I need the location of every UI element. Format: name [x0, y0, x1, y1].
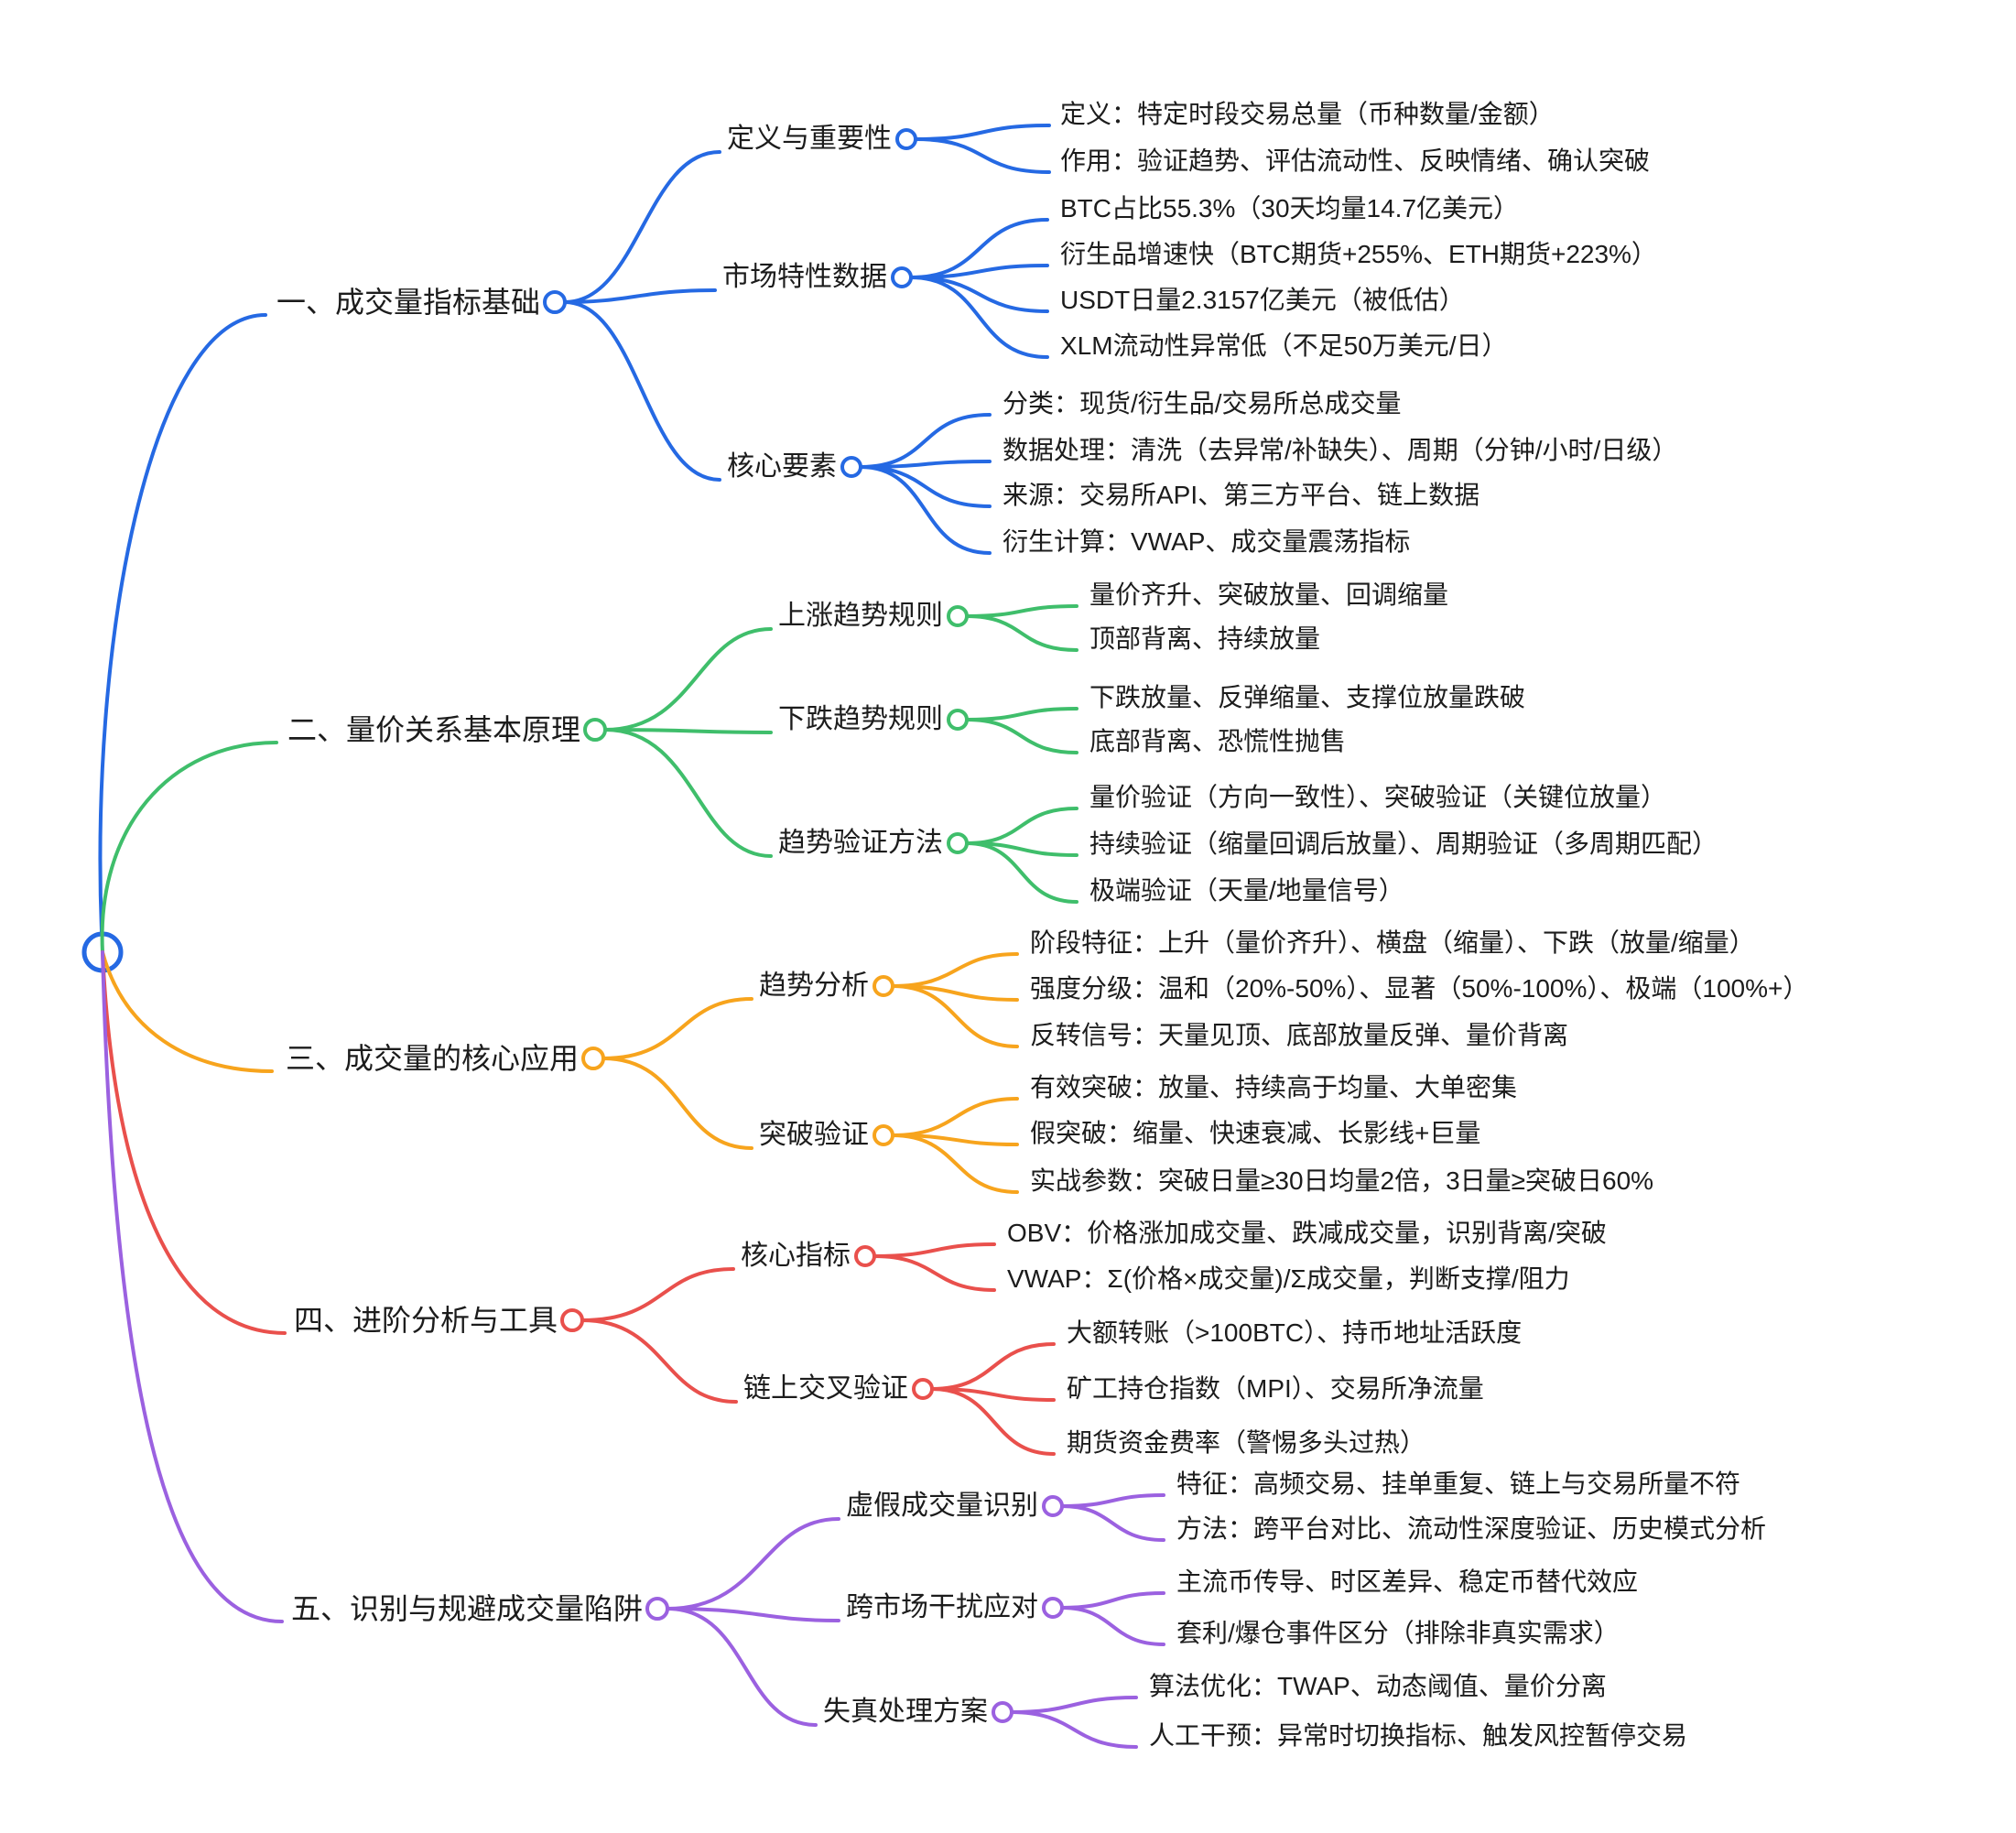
- leaf-node-4-1-2[interactable]: VWAP：Σ(价格×成交量)/Σ成交量，判断支撑/阻力: [1007, 1264, 1570, 1293]
- subtopic-node-2-2[interactable]: 下跌趋势规则: [778, 704, 943, 734]
- subtopic-node-3-2[interactable]: 突破验证: [759, 1120, 869, 1150]
- leaf-node-5-3-1[interactable]: 算法优化：TWAP、动态阈值、量价分离: [1149, 1672, 1607, 1700]
- subtopic-3-2-toggle-circle[interactable]: [873, 1124, 894, 1146]
- branch-node-3[interactable]: 三、成交量的核心应用: [285, 1042, 579, 1075]
- leaf-node-1-2-4[interactable]: XLM流动性异常低（不足50万美元/日）: [1060, 331, 1508, 360]
- subtopic-4-1-toggle-circle[interactable]: [854, 1245, 876, 1267]
- subtopic-node-5-3[interactable]: 失真处理方案: [823, 1697, 988, 1727]
- subtopic-node-5-2[interactable]: 跨市场干扰应对: [846, 1592, 1038, 1622]
- subtopic-1-1-toggle-circle[interactable]: [895, 128, 917, 150]
- leaf-node-2-3-2[interactable]: 持续验证（缩量回调后放量）、周期验证（多周期匹配）: [1089, 830, 1718, 858]
- leaf-node-1-3-2[interactable]: 数据处理：清洗（去异常/补缺失）、周期（分钟/小时/日级）: [1003, 436, 1678, 464]
- branch-5-connectors: [101, 950, 1165, 1749]
- subtopic-node-3-1[interactable]: 趋势分析: [759, 971, 869, 1001]
- leaf-node-5-1-2[interactable]: 方法：跨平台对比、流动性深度验证、历史模式分析: [1176, 1514, 1767, 1543]
- branch-5-toggle-circle[interactable]: [645, 1597, 669, 1621]
- leaf-node-4-2-2[interactable]: 矿工持仓指数（MPI）、交易所净流量: [1067, 1374, 1484, 1403]
- subtopic-node-2-1[interactable]: 上涨趋势规则: [778, 601, 943, 631]
- branch-node-4[interactable]: 四、进阶分析与工具: [293, 1304, 558, 1337]
- leaf-node-1-3-1[interactable]: 分类：现货/衍生品/交易所总成交量: [1003, 389, 1402, 418]
- leaf-node-1-2-1[interactable]: BTC占比55.3%（30天均量14.7亿美元）: [1060, 194, 1520, 222]
- leaf-node-3-1-3[interactable]: 反转信号：天量见顶、底部放量反弹、量价背离: [1030, 1021, 1569, 1049]
- subtopic-node-5-1[interactable]: 虚假成交量识别: [846, 1491, 1038, 1521]
- subtopic-node-1-3[interactable]: 核心要素: [727, 451, 837, 482]
- subtopic-2-1-toggle-circle[interactable]: [947, 605, 969, 627]
- leaf-node-1-1-2[interactable]: 作用：验证趋势、评估流动性、反映情绪、确认突破: [1060, 146, 1651, 175]
- leaf-node-1-2-2[interactable]: 衍生品增速快（BTC期货+255%、ETH期货+223%）: [1060, 240, 1657, 268]
- branch-4-connectors: [101, 950, 1056, 1456]
- branch-2-toggle-circle[interactable]: [583, 718, 607, 742]
- branch-node-2[interactable]: 二、量价关系基本原理: [287, 713, 580, 746]
- branch-1-connectors: [81, 124, 1051, 973]
- leaf-node-1-3-3[interactable]: 来源：交易所API、第三方平台、链上数据: [1003, 481, 1480, 509]
- leaf-node-3-2-1[interactable]: 有效突破：放量、持续高于均量、大单密集: [1030, 1073, 1518, 1101]
- leaf-node-3-1-1[interactable]: 阶段特征：上升（量价齐升）、横盘（缩量）、下跌（放量/缩量）: [1030, 928, 1755, 957]
- leaf-node-1-3-4[interactable]: 衍生计算：VWAP、成交量震荡指标: [1003, 527, 1411, 556]
- subtopic-1-3-toggle-circle[interactable]: [840, 456, 862, 478]
- subtopic-node-1-1[interactable]: 定义与重要性: [727, 124, 892, 154]
- subtopic-1-2-toggle-circle[interactable]: [891, 266, 913, 288]
- branch-4-toggle-circle[interactable]: [560, 1308, 584, 1332]
- subtopic-5-1-toggle-circle[interactable]: [1042, 1495, 1064, 1517]
- subtopic-4-2-toggle-circle[interactable]: [912, 1378, 934, 1400]
- branch-2-connectors: [100, 604, 1078, 954]
- branch-node-1[interactable]: 一、成交量指标基础: [276, 286, 540, 319]
- branch-3-toggle-circle[interactable]: [581, 1047, 605, 1070]
- subtopic-node-1-2[interactable]: 市场特性数据: [722, 262, 887, 292]
- branch-1-toggle-circle[interactable]: [543, 290, 567, 314]
- leaf-node-2-2-1[interactable]: 下跌放量、反弹缩量、支撑位放量跌破: [1089, 683, 1526, 711]
- leaf-node-3-2-2[interactable]: 假突破：缩量、快速衰减、长影线+巨量: [1030, 1119, 1481, 1147]
- subtopic-2-3-toggle-circle[interactable]: [947, 832, 969, 854]
- leaf-node-2-1-2[interactable]: 顶部背离、持续放量: [1089, 624, 1321, 653]
- leaf-node-3-1-2[interactable]: 强度分级：温和（20%-50%）、显著（50%-100%）、极端（100%+）: [1030, 974, 1809, 1003]
- subtopic-node-4-1[interactable]: 核心指标: [741, 1241, 851, 1271]
- leaf-node-2-3-1[interactable]: 量价验证（方向一致性）、突破验证（关键位放量）: [1089, 783, 1667, 811]
- leaf-node-5-2-2[interactable]: 套利/爆仓事件区分（排除非真实需求）: [1176, 1619, 1620, 1647]
- subtopic-2-2-toggle-circle[interactable]: [947, 709, 969, 731]
- branch-3-connectors: [101, 950, 1019, 1194]
- leaf-node-4-2-1[interactable]: 大额转账（>100BTC）、持币地址活跃度: [1067, 1318, 1523, 1347]
- leaf-node-5-3-2[interactable]: 人工干预：异常时切换指标、触发风控暂停交易: [1149, 1721, 1688, 1750]
- leaf-node-1-2-3[interactable]: USDT日量2.3157亿美元（被低估）: [1060, 286, 1465, 314]
- leaf-node-3-2-3[interactable]: 实战参数：突破日量≥30日均量2倍，3日量≥突破日60%: [1030, 1166, 1654, 1195]
- leaf-node-2-2-2[interactable]: 底部背离、恐慌性抛售: [1089, 727, 1347, 755]
- subtopic-3-1-toggle-circle[interactable]: [873, 975, 894, 997]
- leaf-node-2-1-1[interactable]: 量价齐升、突破放量、回调缩量: [1089, 580, 1449, 609]
- subtopic-node-4-2[interactable]: 链上交叉验证: [743, 1373, 908, 1404]
- leaf-node-5-2-1[interactable]: 主流币传导、时区差异、稳定币替代效应: [1176, 1567, 1639, 1596]
- subtopic-node-2-3[interactable]: 趋势验证方法: [778, 828, 943, 858]
- leaf-node-5-1-1[interactable]: 特征：高频交易、挂单重复、链上与交易所量不符: [1176, 1470, 1741, 1498]
- branch-node-5[interactable]: 五、识别与规避成交量陷阱: [290, 1592, 643, 1625]
- subtopic-5-3-toggle-circle[interactable]: [992, 1701, 1013, 1723]
- leaf-node-4-2-3[interactable]: 期货资金费率（警惕多头过热）: [1067, 1428, 1426, 1457]
- leaf-node-1-1-1[interactable]: 定义：特定时段交易总量（币种数量/金额）: [1060, 100, 1555, 128]
- leaf-node-2-3-3[interactable]: 极端验证（天量/地量信号）: [1089, 876, 1404, 905]
- leaf-node-4-1-1[interactable]: OBV：价格涨加成交量、跌减成交量，识别背离/突破: [1007, 1219, 1607, 1247]
- subtopic-5-2-toggle-circle[interactable]: [1042, 1597, 1064, 1619]
